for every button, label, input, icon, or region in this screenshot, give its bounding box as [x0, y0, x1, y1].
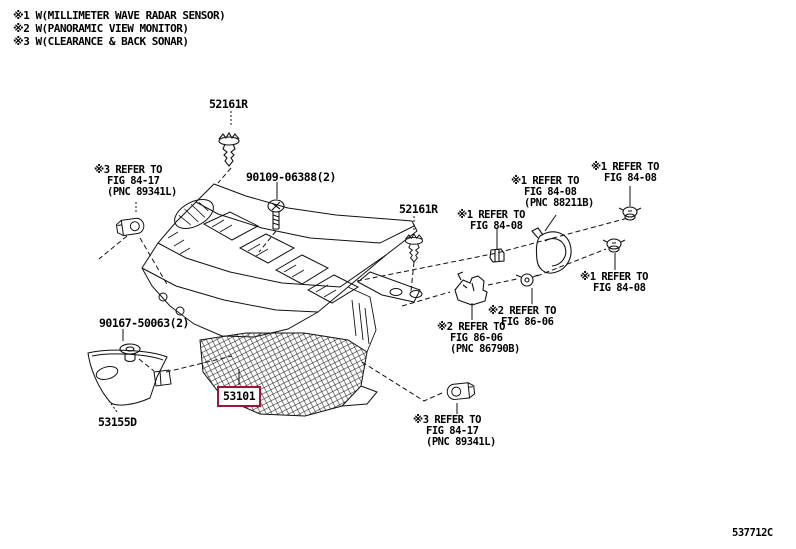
callout-line: FIG 86-06 [450, 332, 503, 344]
leader-lines [98, 111, 631, 414]
callout-line: ※1 REFER TO [591, 161, 659, 173]
callout-camera-right: ※2 REFER TO FIG 86-06 [488, 306, 556, 328]
callout-line: (PNC 88211B) [524, 197, 594, 209]
wing-fastener-right-icon [602, 238, 626, 253]
selected-part-highlight-box[interactable]: 53101 [217, 386, 262, 407]
pin-clip-top-icon [218, 132, 240, 167]
deflector-art [87, 349, 172, 406]
screw-icon [267, 199, 285, 230]
legend-line-3: ※3 W(CLEARANCE & BACK SONAR) [13, 35, 189, 48]
sonar-sensor-left-icon [115, 216, 146, 237]
callout-line: FIG 84-08 [593, 282, 646, 294]
part-number-grommet[interactable]: 90167-50063(2) [99, 316, 189, 330]
pin-clip-mid-icon [405, 233, 423, 263]
sonar-sensor-bottom-icon [446, 381, 476, 401]
wing-fastener-topright-icon [618, 206, 642, 221]
callout-line: (PNC 86790B) [450, 343, 520, 355]
callout-radar-bracket: ※1 REFER TO FIG 84-08 (PNC 88211B) [511, 176, 594, 209]
callout-sonar-top: ※3 REFER TO FIG 84-17 (PNC 89341L) [94, 165, 177, 198]
legend-line-1: ※1 W(MILLIMETER WAVE RADAR SENSOR) [13, 9, 226, 22]
camera-bracket-icon [454, 271, 488, 306]
square-clip-icon [489, 248, 505, 263]
part-number-clip-top[interactable]: 52161R [209, 97, 248, 111]
part-number-clip-mid[interactable]: 52161R [399, 202, 438, 216]
callout-line: (PNC 89341L) [107, 186, 177, 198]
round-clip-icon [515, 273, 539, 287]
callout-line: FIG 86-06 [501, 316, 554, 328]
part-number-deflector[interactable]: 53155D [98, 415, 137, 429]
legend-line-2: ※2 W(PANORAMIC VIEW MONITOR) [13, 22, 189, 35]
callout-radar-mid: ※1 REFER TO FIG 84-08 [457, 210, 525, 232]
callout-radar-right: ※1 REFER TO FIG 84-08 [580, 272, 648, 294]
callout-line: ※1 REFER TO [457, 209, 525, 221]
radar-bracket-icon [531, 227, 572, 274]
callout-line: (PNC 89341L) [426, 436, 496, 448]
part-number-screw[interactable]: 90109-06388(2) [246, 170, 336, 184]
callout-line: ※3 REFER TO [413, 414, 481, 426]
callout-line: FIG 84-08 [524, 186, 577, 198]
callout-line: ※1 REFER TO [511, 175, 579, 187]
grille-assembly-art [141, 183, 423, 417]
legend-notes: ※1 W(MILLIMETER WAVE RADAR SENSOR) ※2 W(… [13, 9, 226, 48]
callout-line: ※3 REFER TO [94, 164, 162, 176]
callout-sonar-bottom: ※3 REFER TO FIG 84-17 (PNC 89341L) [413, 415, 496, 448]
callout-camera-bracket: ※2 REFER TO FIG 86-06 (PNC 86790B) [437, 322, 520, 355]
figure-code: 537712C [732, 527, 773, 539]
callout-line: ※2 REFER TO [488, 305, 556, 317]
callout-line: FIG 84-17 [107, 175, 160, 187]
callout-line: ※2 REFER TO [437, 321, 505, 333]
callout-line: FIG 84-08 [604, 172, 657, 184]
callout-line: ※1 REFER TO [580, 271, 648, 283]
callout-line: FIG 84-08 [470, 220, 523, 232]
part-number-grille: 53101 [223, 389, 256, 403]
grommet-icon [119, 343, 141, 363]
callout-line: FIG 84-17 [426, 425, 479, 437]
callout-radar-topright: ※1 REFER TO FIG 84-08 [591, 162, 659, 184]
